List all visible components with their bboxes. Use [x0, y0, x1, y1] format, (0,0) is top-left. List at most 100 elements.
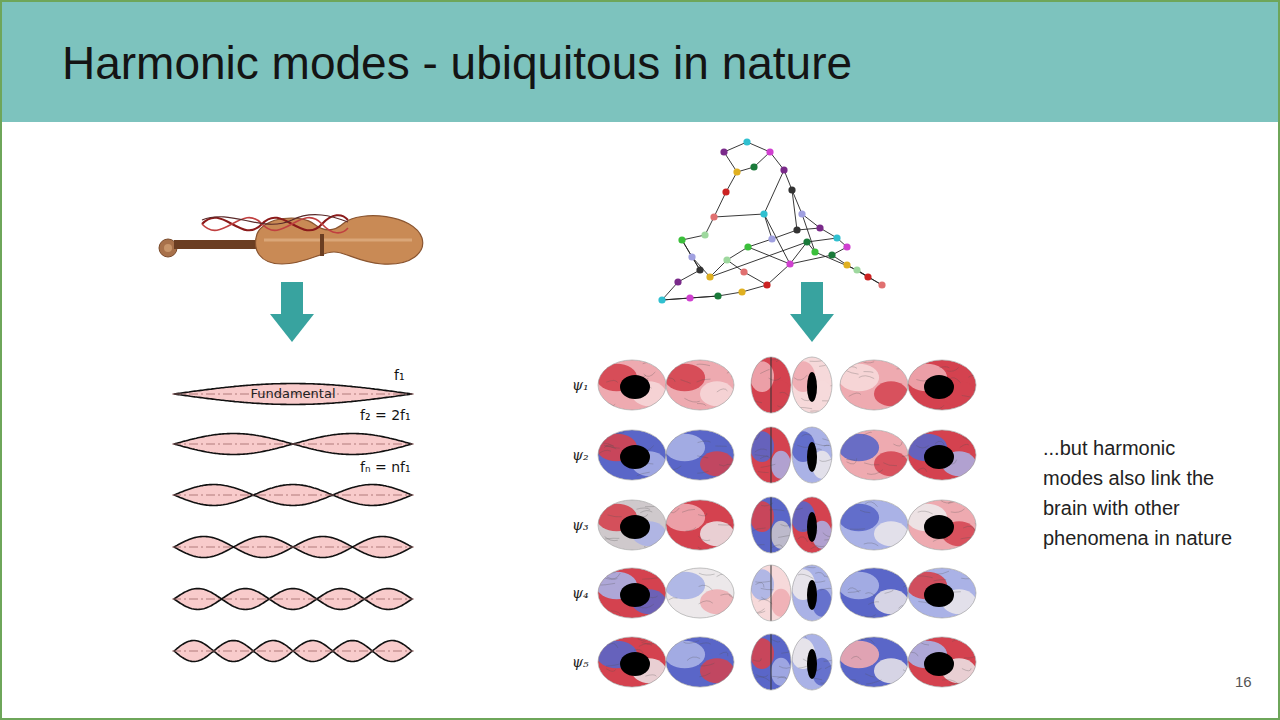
graph-vertex — [780, 166, 787, 173]
page-number: 16 — [1235, 673, 1252, 691]
brain-sulcus — [734, 636, 743, 638]
brain-outline — [751, 565, 791, 621]
brain-sulcus — [697, 364, 710, 366]
graph-vertex — [688, 253, 695, 260]
brain-sulcus — [761, 588, 774, 589]
midline — [771, 497, 772, 553]
brain-patch — [838, 434, 879, 462]
brain-patch — [750, 638, 774, 669]
brain-outline — [840, 637, 908, 687]
brain-outline — [908, 637, 976, 687]
brain-sulcus — [642, 578, 658, 579]
brain-sulcus — [605, 538, 620, 540]
brain-sulcus — [603, 404, 613, 407]
brain-outline — [751, 497, 791, 553]
graph-vertex — [674, 278, 681, 285]
brain-patch — [700, 589, 734, 614]
brain-sulcus — [756, 583, 765, 588]
graph-vertex — [843, 243, 850, 250]
graph-vertex — [793, 226, 800, 233]
graph-vertex — [828, 251, 835, 258]
brain-outline — [792, 357, 832, 413]
brain-sulcus — [753, 565, 764, 567]
brain-sulcus — [599, 583, 615, 585]
brain-sulcus — [846, 371, 859, 375]
brain-sulcus — [778, 677, 788, 681]
brain-sulcus — [781, 521, 792, 526]
center-line — [172, 444, 414, 445]
brain-sulcus — [933, 539, 948, 542]
brain-sulcus — [883, 463, 897, 466]
brain-sulcus — [850, 528, 865, 530]
brain-map — [664, 568, 746, 618]
brain-patch — [838, 504, 879, 532]
brain-base — [792, 427, 832, 483]
brain-outline — [666, 500, 734, 550]
brain-sulcus — [960, 444, 969, 447]
brain-sulcus — [798, 537, 808, 542]
brain-sulcus — [777, 550, 792, 551]
brain-map — [906, 568, 989, 621]
medial-wall — [620, 445, 650, 469]
brain-sulcus — [825, 665, 836, 669]
graph-vertex — [658, 296, 665, 303]
brain-sulcus — [797, 407, 812, 408]
brain-sulcus — [640, 511, 652, 513]
brain-patch — [750, 569, 774, 600]
brain-map — [791, 357, 840, 413]
brain-map — [838, 568, 914, 618]
brain-outline — [908, 568, 976, 618]
brain-sulcus — [823, 564, 838, 568]
mode-node: Fundamentalf₁ — [174, 383, 412, 405]
brain-map — [664, 500, 746, 551]
brain-sulcus — [699, 673, 710, 677]
brain-sulcus — [903, 546, 917, 549]
brain-sulcus — [901, 362, 912, 366]
brain-sulcus — [790, 571, 799, 574]
brain-sulcus — [604, 445, 620, 448]
graph-link — [748, 247, 790, 264]
graph-vertex — [743, 138, 750, 145]
midline — [771, 427, 772, 483]
brain-sulcus — [761, 595, 771, 599]
brain-sulcus — [778, 535, 790, 537]
brain-sulcus — [683, 641, 699, 644]
brain-map — [838, 500, 916, 550]
brain-sulcus — [902, 539, 911, 541]
string-wave — [202, 215, 348, 225]
brain-outline — [666, 637, 734, 687]
brain-map — [750, 497, 792, 553]
brain-sulcus — [606, 380, 617, 382]
brain-sulcus — [639, 644, 652, 647]
graph-link — [682, 240, 700, 270]
brain-base — [751, 427, 791, 483]
brain-patch — [664, 504, 705, 532]
brain-patch — [750, 361, 774, 392]
brain-map — [838, 360, 914, 410]
brain-outline — [751, 357, 791, 413]
brain-sulcus — [810, 360, 823, 361]
graph-vertex — [878, 281, 885, 288]
graph-link — [727, 247, 748, 260]
graph-vertex — [803, 238, 810, 245]
mode-label: Fundamental — [174, 383, 412, 405]
medial-wall — [807, 649, 817, 679]
brain-patch — [700, 658, 734, 683]
brain-sulcus — [699, 601, 713, 604]
brain-sulcus — [824, 658, 837, 661]
brain-map — [664, 636, 743, 687]
graph-vertex — [766, 148, 773, 155]
brain-sulcus — [645, 675, 656, 677]
brain-map — [906, 360, 986, 410]
brain-patch — [771, 589, 791, 617]
brain-outline — [598, 360, 666, 410]
brain-sulcus — [963, 526, 975, 531]
network-graph — [658, 138, 885, 303]
brain-patch — [874, 381, 908, 406]
medial-wall — [924, 652, 954, 676]
graph-link — [742, 285, 767, 292]
arrow-shaft — [801, 282, 823, 314]
brain-sulcus — [918, 576, 933, 578]
brain-sulcus — [669, 639, 683, 640]
center-line — [172, 495, 414, 496]
